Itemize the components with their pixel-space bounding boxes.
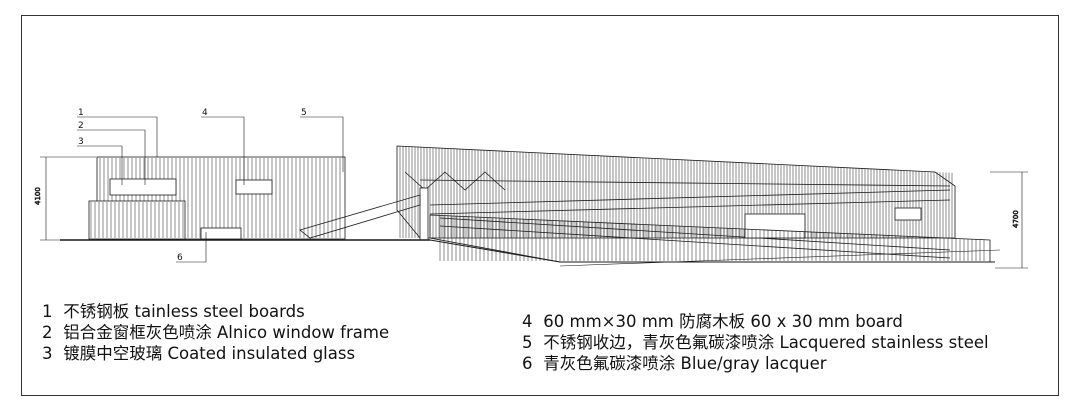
legend-item-1: 1 不锈钢板 tainless steel boards	[42, 301, 389, 322]
diagonal-band-1	[429, 189, 951, 206]
right-building	[396, 145, 956, 259]
legend-text: 60 mm×30 mm 防腐木板 60 x 30 mm board	[543, 312, 903, 331]
entrance-opening	[200, 227, 242, 240]
dimension-label-left: 4100	[34, 187, 42, 205]
dimension-label-right: 4700	[1012, 210, 1020, 228]
callout-6: 6	[177, 253, 183, 263]
callout-2: 2	[78, 121, 84, 131]
ramp	[299, 194, 991, 263]
legend-text: 不锈钢收边，青灰色氟碳漆喷涂 Lacquered stainless steel	[543, 333, 989, 352]
ramp-upper	[299, 194, 421, 239]
slope-line	[559, 249, 1001, 267]
legend-item-6: 6 青灰色氟碳漆喷涂 Blue/gray lacquer	[522, 353, 989, 374]
ground-line-right	[429, 239, 995, 263]
column	[419, 187, 429, 241]
legend-right: 4 60 mm×30 mm 防腐木板 60 x 30 mm board 5 不锈…	[522, 311, 989, 374]
callout-1: 1	[78, 108, 84, 118]
legend-item-2: 2 铝合金窗框灰色喷涂 Alnico window frame	[42, 322, 389, 343]
legend-item-4: 4 60 mm×30 mm 防腐木板 60 x 30 mm board	[522, 311, 989, 332]
leader-1	[77, 116, 158, 157]
leader-4	[201, 116, 245, 185]
roof-band	[419, 179, 951, 187]
legend-number: 6	[522, 354, 533, 373]
diagonal-band-3	[439, 217, 951, 251]
legend-number: 2	[42, 323, 53, 342]
callout-3: 3	[78, 137, 84, 147]
legend-item-3: 3 镀膜中空玻璃 Coated insulated glass	[42, 343, 389, 364]
left-building	[88, 156, 346, 240]
right-building-outline	[396, 145, 956, 239]
legend-number: 1	[42, 302, 53, 321]
legend-text: 青灰色氟碳漆喷涂 Blue/gray lacquer	[543, 354, 827, 373]
leader-2	[77, 129, 146, 185]
dimension-right: 4700	[990, 171, 1028, 269]
diagonal-band-2	[429, 199, 951, 215]
diagonal-band-4	[439, 225, 951, 259]
legend-item-5: 5 不锈钢收边，青灰色氟碳漆喷涂 Lacquered stainless ste…	[522, 332, 989, 353]
legend-number: 3	[42, 344, 53, 363]
window-strip-mid	[235, 179, 273, 195]
legend-text: 铝合金窗框灰色喷涂 Alnico window frame	[63, 323, 390, 342]
legend-text: 不锈钢板 tainless steel boards	[63, 302, 305, 321]
legend-number: 5	[522, 333, 533, 352]
window-strip-left	[109, 178, 177, 196]
drawing-frame	[21, 15, 1059, 396]
legend-number: 4	[522, 312, 533, 331]
callout-4: 4	[202, 108, 208, 118]
right-opening	[744, 213, 806, 239]
right-window	[894, 207, 922, 221]
callout-5: 5	[301, 108, 307, 118]
legend-left: 1 不锈钢板 tainless steel boards 2 铝合金窗框灰色喷涂…	[42, 301, 389, 364]
leader-3	[77, 145, 123, 185]
leader-6	[176, 232, 207, 263]
legend-text: 镀膜中空玻璃 Coated insulated glass	[63, 344, 356, 363]
truss	[404, 171, 506, 191]
leader-5	[300, 116, 344, 172]
dimension-left: 4100	[34, 156, 96, 241]
base-block	[88, 200, 186, 240]
base-block-cladding	[90, 202, 184, 238]
callouts	[77, 116, 344, 263]
ground	[60, 239, 1001, 267]
ramp-cladding	[439, 215, 985, 261]
elevation-drawing: 4100 4700 1 2 3 4 5 6	[34, 108, 1028, 269]
